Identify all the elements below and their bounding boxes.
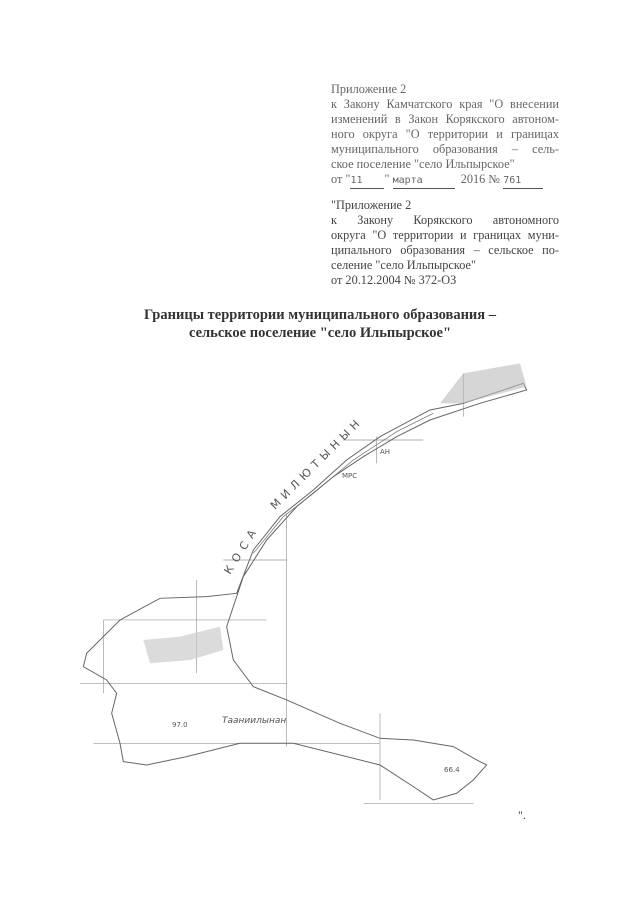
date-day: 11 (350, 173, 385, 189)
spit-inner-line (253, 413, 434, 554)
header-line: изменений в Закон Корякского автоном- (331, 112, 559, 126)
title-line-1: Границы территории муниципального образо… (144, 307, 496, 323)
orig-line: "Приложение 2 (331, 198, 412, 212)
label-height-1: 97.0 (172, 721, 188, 729)
territory-boundary (82, 382, 528, 801)
law-number: 761 (503, 173, 544, 189)
label-mrs: МРС (342, 472, 357, 480)
orig-line: ципального образования – сельское по- (331, 243, 559, 257)
label-an: АН (380, 448, 390, 456)
orig-line: от 20.12.2004 № 372-ОЗ (331, 273, 457, 287)
header-line: к Закону Камчатского края "О внесении (331, 97, 559, 111)
date-year: 2016 № (460, 172, 501, 186)
label-height-2: 66.4 (444, 766, 460, 774)
date-month: марта (392, 173, 455, 189)
page-title: Границы территории муниципального образо… (0, 306, 640, 342)
original-appendix: "Приложение 2 к Закону Корякского автоно… (331, 198, 559, 288)
label-spit-name: МИЛЮТЫНЫН (268, 414, 366, 512)
appendix-header: Приложение 2 к Закону Камчатского края "… (331, 82, 559, 189)
title-line-2: сельское поселение "село Ильпырское" (188, 325, 452, 341)
marsh-shading (143, 626, 224, 664)
closing-quote: ". (518, 808, 526, 822)
header-line: муниципального образования – сель- (331, 142, 559, 156)
orig-line: к Закону Корякского автономного (331, 213, 559, 227)
date-prefix: от " (331, 172, 351, 186)
header-date-line: от "11" марта 2016 № 761 (331, 172, 559, 189)
orig-line: селение "село Ильпырское" (331, 258, 476, 272)
header-line: ское поселение "село Ильпырское" (331, 157, 515, 171)
label-spit: КОСА (222, 522, 263, 576)
header-line: ного округа "О территории и границах (331, 127, 559, 141)
orig-line: округа "О территории и границах муни- (331, 228, 559, 242)
label-lake: Тааниилынан (222, 716, 286, 726)
grid-lines (80, 373, 474, 804)
header-line: Приложение 2 (331, 82, 407, 96)
sand-shading (439, 363, 527, 404)
